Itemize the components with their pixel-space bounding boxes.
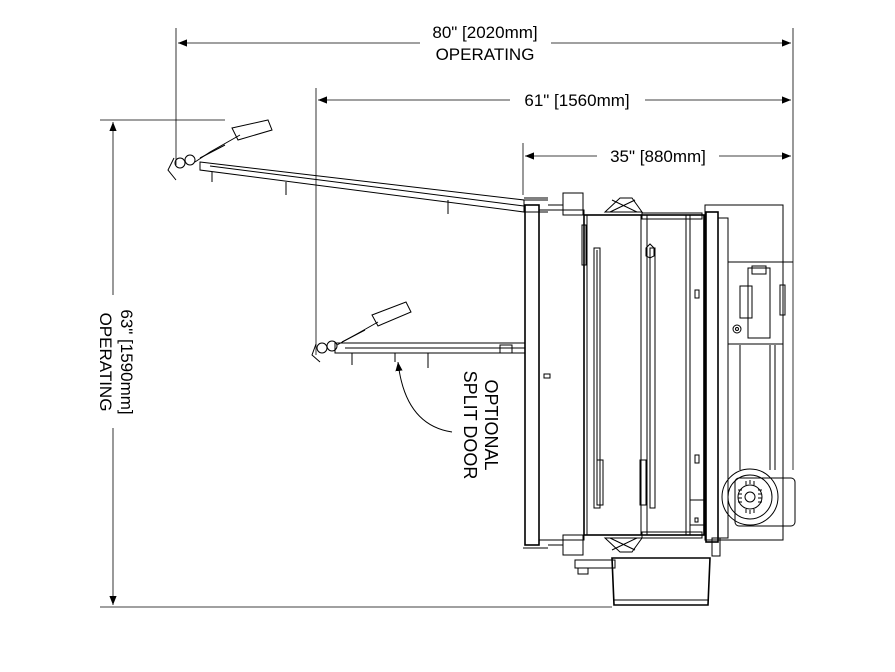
dimension-body-width: 35" [880mm] — [522, 143, 791, 195]
dimension-overall-width: 80" [2020mm] OPERATING — [175, 23, 794, 470]
overall-width-size: 80" [2020mm] — [432, 23, 537, 42]
machine-body — [523, 192, 796, 606]
full-door-arm — [167, 119, 548, 214]
split-door-label-line1: OPTIONAL — [481, 379, 501, 470]
mid-width-size: 61" [1560mm] — [524, 91, 629, 110]
overall-depth-note: OPERATING — [96, 313, 115, 412]
body-width-size: 35" [880mm] — [610, 147, 706, 166]
dimension-mid-width: 61" [1560mm] — [315, 88, 791, 355]
split-door-callout: OPTIONAL SPLIT DOOR — [395, 361, 501, 480]
dimension-overall-depth: 63" [1590mm] OPERATING — [96, 119, 612, 608]
overall-width-note: OPERATING — [436, 45, 535, 64]
split-door-label-line2: SPLIT DOOR — [460, 371, 480, 480]
overall-depth-size: 63" [1590mm] — [117, 309, 136, 414]
split-door-arm — [311, 301, 526, 368]
